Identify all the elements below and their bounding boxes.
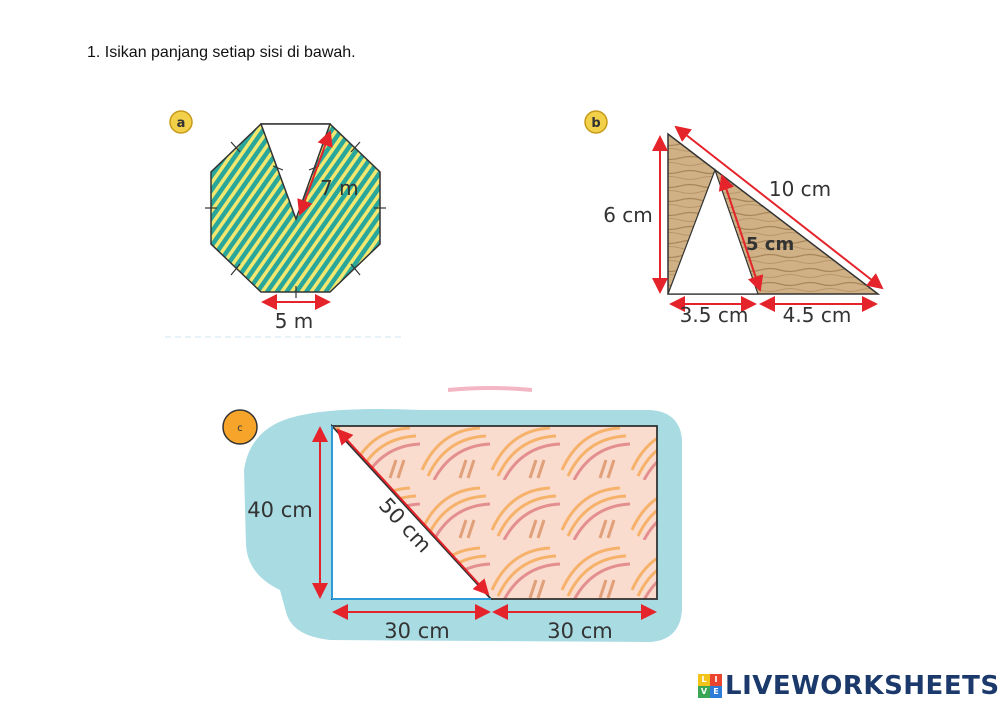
badge-c: c bbox=[237, 423, 243, 434]
label-40cm: 40 cm bbox=[247, 498, 312, 522]
brand-mark-icon: L I V E bbox=[698, 674, 722, 698]
arrow-7m bbox=[297, 130, 333, 216]
label-30cm-left: 30 cm bbox=[384, 619, 449, 643]
badge-a: a bbox=[177, 116, 186, 131]
liveworksheets-logo[interactable]: L I V E LIVEWORKSHEETS bbox=[698, 671, 1000, 701]
arrow-50cm bbox=[336, 428, 490, 596]
badge-c-circle bbox=[222, 409, 258, 445]
figure-b: b 6 cm 10 cm 5 cm 3.5 cm 4.5 cm bbox=[584, 110, 884, 327]
figure-a: a 7 m 5 m bbox=[165, 110, 405, 338]
badge-b: b bbox=[591, 116, 600, 131]
decor-pink-stroke bbox=[447, 386, 533, 392]
brand-mark-l: L bbox=[698, 674, 710, 686]
badge-a-circle bbox=[169, 110, 193, 134]
label-4-5cm: 4.5 cm bbox=[783, 303, 852, 327]
question-text: 1. Isikan panjang setiap sisi di bawah. bbox=[87, 44, 356, 61]
brand-mark-i: I bbox=[710, 674, 722, 686]
label-6cm: 6 cm bbox=[603, 203, 653, 227]
figure-c: c 40 cm 50 cm 30 cm 30 cm bbox=[222, 386, 682, 643]
brand-text: LIVEWORKSHEETS bbox=[725, 671, 1000, 701]
label-3-5cm: 3.5 cm bbox=[680, 303, 749, 327]
label-5cm: 5 cm bbox=[746, 234, 794, 255]
label-10cm: 10 cm bbox=[769, 177, 831, 201]
badge-b-circle bbox=[584, 110, 608, 134]
brand-mark-e: E bbox=[710, 686, 722, 698]
arrow-5cm bbox=[718, 174, 764, 292]
label-30cm-right: 30 cm bbox=[547, 619, 612, 643]
arrow-10cm bbox=[674, 125, 884, 290]
brand-mark-v: V bbox=[698, 686, 710, 698]
label-5m: 5 m bbox=[275, 309, 314, 333]
label-7m: 7 m bbox=[320, 176, 359, 200]
